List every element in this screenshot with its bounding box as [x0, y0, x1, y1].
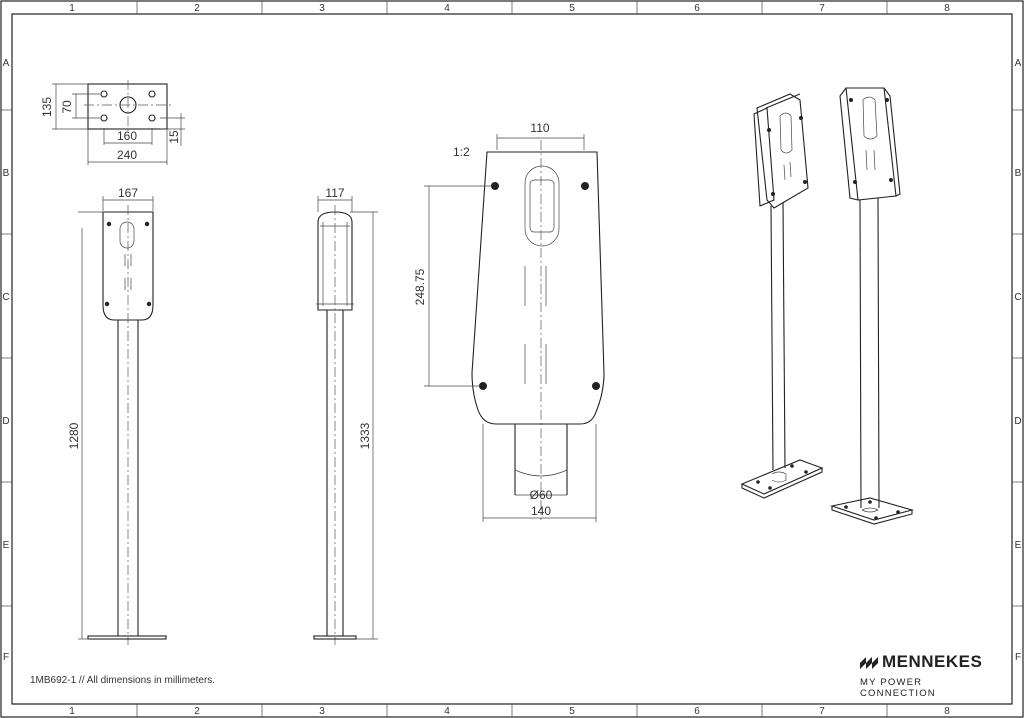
dim-side-top-width: 117 — [325, 186, 344, 200]
isometric-view-right — [829, 87, 915, 525]
row-label-right: F — [1015, 652, 1021, 663]
col-label-bottom: 7 — [819, 706, 825, 717]
brand-logo: MENNEKES MY POWER CONNECTION — [860, 652, 1000, 699]
col-label-top: 6 — [694, 3, 700, 14]
dim-baseplate-edge: 15 — [167, 130, 181, 144]
dim-detail-vertical: 248.75 — [413, 268, 427, 305]
row-label-left: B — [3, 168, 10, 179]
dim-front-top-width: 167 — [118, 186, 138, 200]
row-label-left: C — [2, 292, 9, 303]
detail-scale: 1:2 — [453, 145, 470, 159]
col-label-top: 5 — [569, 3, 575, 14]
row-label-right: E — [1015, 540, 1022, 551]
detail-view: 1:2 110 248.75 Ø60 140 — [413, 121, 605, 522]
col-label-bottom: 8 — [944, 706, 950, 717]
isometric-view-left — [740, 93, 824, 499]
row-label-right: C — [1014, 292, 1021, 303]
col-label-top: 2 — [194, 3, 200, 14]
col-label-top: 1 — [69, 3, 75, 14]
drawing-footnote: 1MB692-1 // All dimensions in millimeter… — [30, 675, 216, 686]
col-label-top: 8 — [944, 3, 950, 14]
row-label-left: E — [3, 540, 10, 551]
col-label-bottom: 2 — [194, 706, 200, 717]
col-label-bottom: 3 — [319, 706, 325, 717]
row-label-left: A — [3, 58, 10, 69]
mennekes-logo-icon — [860, 657, 878, 669]
row-label-right: D — [1014, 416, 1021, 427]
grid-labels: 1 2 3 4 5 6 7 8 1 2 3 4 5 6 7 8 A B C D … — [2, 3, 1021, 717]
dim-detail-top: 110 — [530, 121, 549, 135]
col-label-bottom: 6 — [694, 706, 700, 717]
dim-baseplate-width-inner: 160 — [117, 129, 137, 143]
dim-baseplate-height-outer: 135 — [40, 97, 54, 117]
brand-tagline: MY POWER CONNECTION — [860, 677, 936, 699]
dim-baseplate-width-outer: 240 — [117, 148, 137, 162]
front-view: 167 1280 — [67, 186, 167, 645]
col-label-bottom: 1 — [69, 706, 75, 717]
col-label-bottom: 5 — [569, 706, 575, 717]
row-label-left: F — [3, 652, 9, 663]
row-label-right: A — [1015, 58, 1022, 69]
baseplate-view: 135 70 160 240 15 — [40, 80, 185, 165]
brand-name: MENNEKES — [882, 652, 983, 671]
col-label-top: 7 — [819, 3, 825, 14]
dim-detail-pipe: Ø60 — [530, 488, 553, 502]
inner-border — [11, 13, 1013, 705]
dim-baseplate-height-inner: 70 — [60, 100, 74, 114]
side-view: 117 1333 — [313, 186, 378, 645]
col-label-bottom: 4 — [444, 706, 450, 717]
dim-front-height: 1280 — [67, 422, 81, 449]
col-label-top: 3 — [319, 3, 325, 14]
row-label-left: D — [2, 416, 9, 427]
dim-side-height: 1333 — [358, 422, 372, 449]
row-label-right: B — [1015, 168, 1022, 179]
col-label-top: 4 — [444, 3, 450, 14]
dim-detail-bottom: 140 — [531, 504, 551, 518]
